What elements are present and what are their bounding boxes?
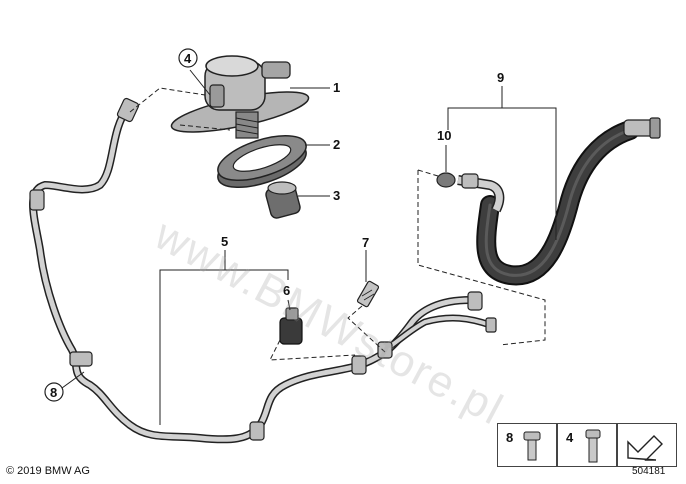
hollow-screw xyxy=(356,280,380,308)
pressure-sensor xyxy=(279,307,303,345)
legend-item-4: 4 xyxy=(557,423,617,467)
callout-lines xyxy=(61,69,557,425)
dashed-guides xyxy=(129,87,546,361)
legend-label-8: 8 xyxy=(506,430,513,445)
bolt-icon: 8 xyxy=(506,430,541,461)
callout-7: 7 xyxy=(362,235,369,250)
copyright-text: © 2019 BMW AG xyxy=(6,465,90,477)
callout-1: 1 xyxy=(333,80,340,95)
callout-8: 8 xyxy=(50,385,57,400)
legend-label-4: 4 xyxy=(566,430,574,445)
diagram-id: 504181 xyxy=(632,466,666,477)
callout-6: 6 xyxy=(283,283,290,298)
callout-4-circle xyxy=(178,48,198,68)
callout-8-circle xyxy=(44,382,64,402)
callout-5: 5 xyxy=(221,234,228,249)
seal-ring xyxy=(436,172,456,188)
callout-4: 4 xyxy=(184,51,192,66)
callout-10: 10 xyxy=(437,128,451,143)
high-pressure-pump xyxy=(170,55,310,139)
roller-tappet xyxy=(265,181,301,219)
legend-item-8: 8 xyxy=(497,423,557,467)
high-pressure-fuel-line xyxy=(29,97,497,444)
direction-arrow-icon xyxy=(627,435,663,461)
callout-9: 9 xyxy=(497,70,504,85)
legend-arrow xyxy=(617,423,677,467)
screw-icon: 4 xyxy=(566,429,601,463)
callout-2: 2 xyxy=(333,137,340,152)
callout-3: 3 xyxy=(333,188,340,203)
fuel-hose xyxy=(457,117,661,286)
mounting-ring xyxy=(217,134,307,189)
